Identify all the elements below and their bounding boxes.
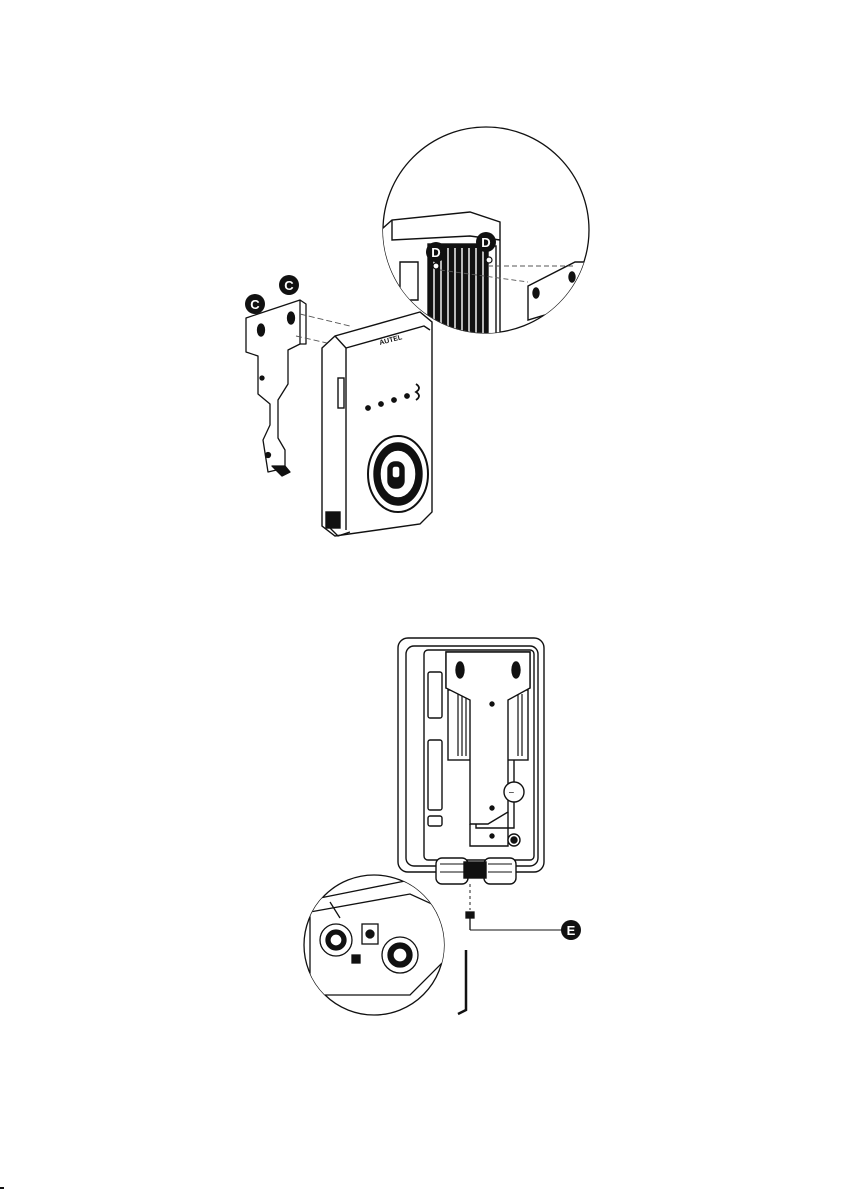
callout-d-right-label: D (481, 235, 490, 250)
callout-d-left: D (426, 242, 446, 262)
callout-d-left-label: D (431, 245, 440, 260)
wall-bracket (246, 300, 306, 476)
zoom-detail-bottom (304, 875, 445, 1015)
screw-and-key (458, 884, 565, 1014)
port-marking: ━━ (508, 790, 514, 795)
callout-c-upper-label: C (284, 278, 294, 293)
callout-c-lower-label: C (250, 297, 260, 312)
callout-c-upper: C (279, 275, 299, 295)
charger-unit (322, 312, 432, 536)
callout-d-right: D (476, 232, 496, 252)
charger-back (398, 638, 544, 884)
callout-e-label: E (567, 923, 576, 938)
callout-c-lower: C (245, 294, 265, 314)
callout-e: E (561, 920, 581, 940)
figure-bottom-screw: ━━ E (304, 638, 581, 1015)
figure-mount-bracket: AUTEL (245, 127, 595, 536)
